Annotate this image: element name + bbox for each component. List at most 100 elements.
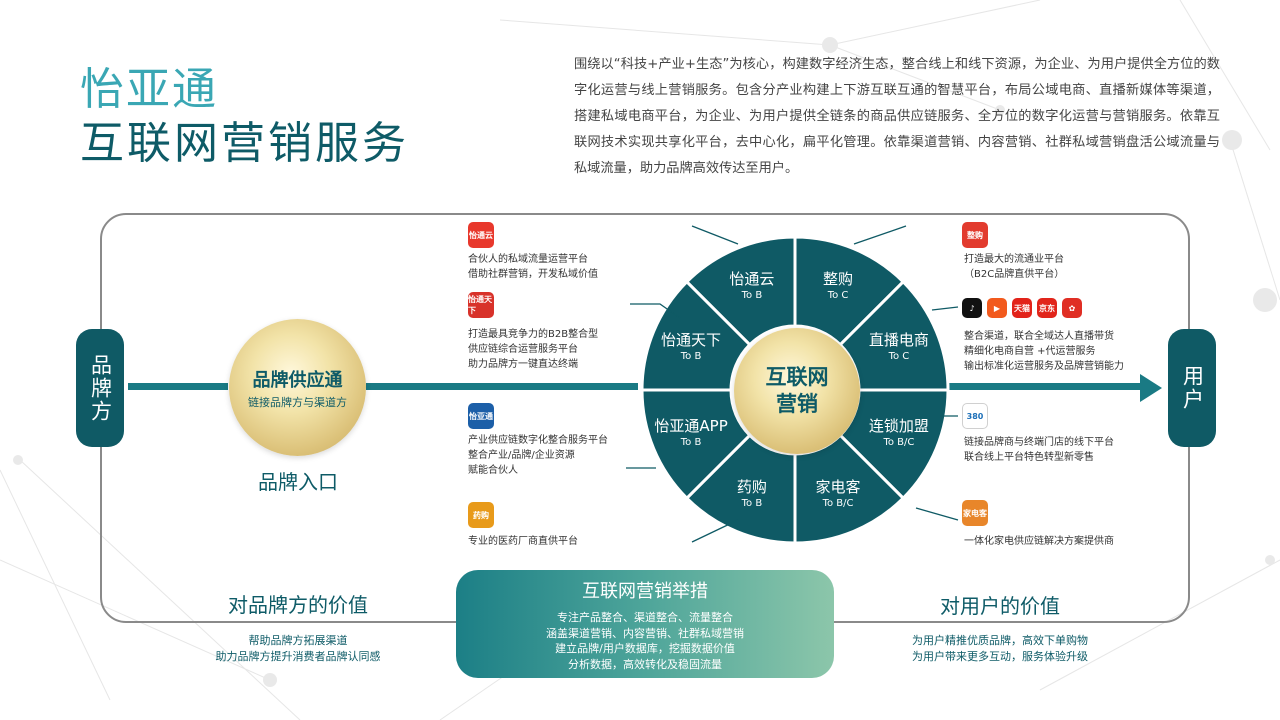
left-item-1-line: 合伙人的私域流量运营平台 (468, 254, 588, 265)
brand-value-line: 助力品牌方提升消费者品牌认同感 (215, 650, 381, 663)
jd-icon: 京东 (1037, 298, 1057, 318)
measures-line: 专注产品整合、渠道整合、流量整合 (557, 611, 733, 624)
douyin-icon: ♪ (962, 298, 982, 318)
brand-entry-label: 品牌入口 (258, 470, 338, 494)
left-item-4-desc: 专业的医药厂商直供平台 (468, 534, 578, 549)
measures-line: 建立品牌/用户数据库，挖掘数据价值 (555, 642, 735, 655)
yaogou-logo-text: 药购 (473, 510, 489, 520)
user-value-line: 为用户带来更多互动，服务体验升级 (912, 650, 1088, 663)
yitongyun-logo-text: 怡通云 (469, 230, 493, 240)
user-pill: 用户 (1168, 329, 1216, 447)
right-item-4-line: 一体化家电供应链解决方案提供商 (964, 536, 1114, 547)
yiyatong-app-logo-text: 怡亚通 (469, 411, 493, 421)
segment-name: 怡通天下 (661, 330, 722, 349)
left-item-1-desc: 合伙人的私域流量运营平台 借助社群营销，开发私域价值 (468, 252, 598, 282)
zhenggou-logo-text: 整购 (967, 230, 983, 240)
left-item-3-line: 赋能合伙人 (468, 465, 518, 476)
yitongtianxia-logo: 怡通天下 (468, 292, 494, 318)
flow-arrow-icon (1140, 374, 1162, 402)
intro-paragraph: 围绕以“科技+产业+生态”为核心，构建数字经济生态，整合线上和线下资源，为企业、… (574, 57, 1220, 176)
user-label: 用户 (1180, 365, 1205, 411)
segment-name: 怡通云 (729, 270, 775, 289)
brand-supply-subtitle: 链接品牌方与渠道方 (248, 395, 347, 409)
right-item-2-desc: 整合渠道，联合全域达人直播带货 精细化电商自营 +代运营服务 输出标准化运营服务… (964, 329, 1124, 374)
brand-party-label: 品牌方 (88, 353, 113, 423)
measures-title: 互联网营销举措 (582, 581, 708, 602)
right-item-1-desc: 打造最大的流通业平台 （B2C品牌直供平台） (964, 252, 1064, 282)
jiadianke-logo-text: 家电客 (963, 508, 987, 518)
pinduoduo-icon: ✿ (1062, 298, 1082, 318)
segment-name: 直播电商 (868, 330, 929, 349)
left-item-3-line: 整合产业/品牌/企业资源 (468, 450, 575, 461)
brand-party-pill: 品牌方 (76, 329, 124, 447)
segment-target: To B (741, 497, 763, 509)
user-value-text: 为用户精推优质品牌，高效下单购物 为用户带来更多互动，服务体验升级 (880, 633, 1120, 665)
right-item-2-line: 输出标准化运营服务及品牌营销能力 (964, 361, 1124, 372)
user-value-title: 对用户的价值 (940, 594, 1060, 618)
left-item-4-line: 专业的医药厂商直供平台 (468, 536, 578, 547)
left-item-2-desc: 打造最具竞争力的B2B整合型 供应链综合运营服务平台 助力品牌方一键直达终端 (468, 327, 598, 372)
right-item-4-desc: 一体化家电供应链解决方案提供商 (964, 534, 1114, 549)
brand-value-line: 帮助品牌方拓展渠道 (248, 634, 348, 647)
segment-name: 家电客 (815, 477, 861, 496)
flow-bar-middle (366, 383, 638, 390)
kuaishou-icon: ▶ (987, 298, 1007, 318)
yitongyun-logo: 怡通云 (468, 222, 494, 248)
segment-target: To C (827, 290, 849, 302)
measures-line: 分析数据，高效转化及稳固流量 (568, 657, 722, 671)
user-value-line: 为用户精推优质品牌，高效下单购物 (912, 634, 1088, 647)
measures-list: 专注产品整合、渠道整合、流量整合 涵盖渠道营销、内容营销、社群私域营销 建立品牌… (456, 610, 834, 672)
left-item-3-line: 产业供应链数字化整合服务平台 (468, 435, 608, 446)
left-item-2-line: 助力品牌方一键直达终端 (468, 359, 578, 370)
flow-bar-right (946, 383, 1142, 390)
segment-target: To B (680, 437, 702, 449)
right-item-2-line: 精细化电商自营 +代运营服务 (964, 346, 1096, 357)
segment-name: 药购 (736, 477, 767, 496)
segment-target: To C (888, 350, 910, 362)
380-store-logo: 380 (962, 403, 988, 429)
wheel-segment (640, 279, 752, 392)
right-item-2-line: 整合渠道，联合全域达人直播带货 (964, 331, 1114, 342)
left-item-3-desc: 产业供应链数字化整合服务平台 整合产业/品牌/企业资源 赋能合伙人 (468, 433, 608, 478)
segment-name: 整购 (823, 270, 854, 289)
jiadianke-logo: 家电客 (962, 500, 988, 526)
zhenggou-logo: 整购 (962, 222, 988, 248)
brand-supply-circle: 品牌供应通 链接品牌方与渠道方 (229, 319, 366, 456)
left-item-2-line: 打造最具竞争力的B2B整合型 (468, 329, 599, 340)
segment-target: To B (741, 290, 763, 302)
wheel-center: 互联网 营销 (734, 328, 860, 454)
yaogou-logo: 药购 (468, 502, 494, 528)
measures-line: 涵盖渠道营销、内容营销、社群私域营销 (546, 626, 744, 640)
segment-name: 怡亚通APP (654, 417, 728, 436)
wheel-center-line1: 互联网 (765, 365, 829, 389)
segment-target: To B/C (883, 437, 915, 449)
flow-bar-left (128, 383, 228, 390)
page-title: 互联网营销服务 (80, 118, 409, 169)
yiyatong-app-logo: 怡亚通 (468, 403, 494, 429)
right-item-3-line: 链接品牌商与终端门店的线下平台 (964, 437, 1114, 448)
ecommerce-platform-logos: ♪ ▶ 天猫 京东 ✿ (962, 298, 1082, 318)
brand-value-title: 对品牌方的价值 (228, 593, 368, 617)
right-item-3-desc: 链接品牌商与终端门店的线下平台 联合线上平台特色转型新零售 (964, 435, 1114, 465)
page-title-brand: 怡亚通 (80, 64, 218, 115)
left-item-2-line: 供应链综合运营服务平台 (468, 344, 578, 355)
left-item-1-line: 借助社群营销，开发私域价值 (468, 269, 598, 280)
segment-target: To B (680, 350, 702, 362)
380-store-logo-text: 380 (966, 411, 984, 421)
right-item-3-line: 联合线上平台特色转型新零售 (964, 452, 1094, 463)
brand-supply-title: 品牌供应通 (252, 369, 343, 391)
tmall-icon: 天猫 (1012, 298, 1032, 318)
marketing-measures-box: 互联网营销举措 专注产品整合、渠道整合、流量整合 涵盖渠道营销、内容营销、社群私… (456, 570, 834, 678)
segment-target: To B/C (822, 497, 854, 509)
brand-value-text: 帮助品牌方拓展渠道 助力品牌方提升消费者品牌认同感 (178, 633, 418, 665)
